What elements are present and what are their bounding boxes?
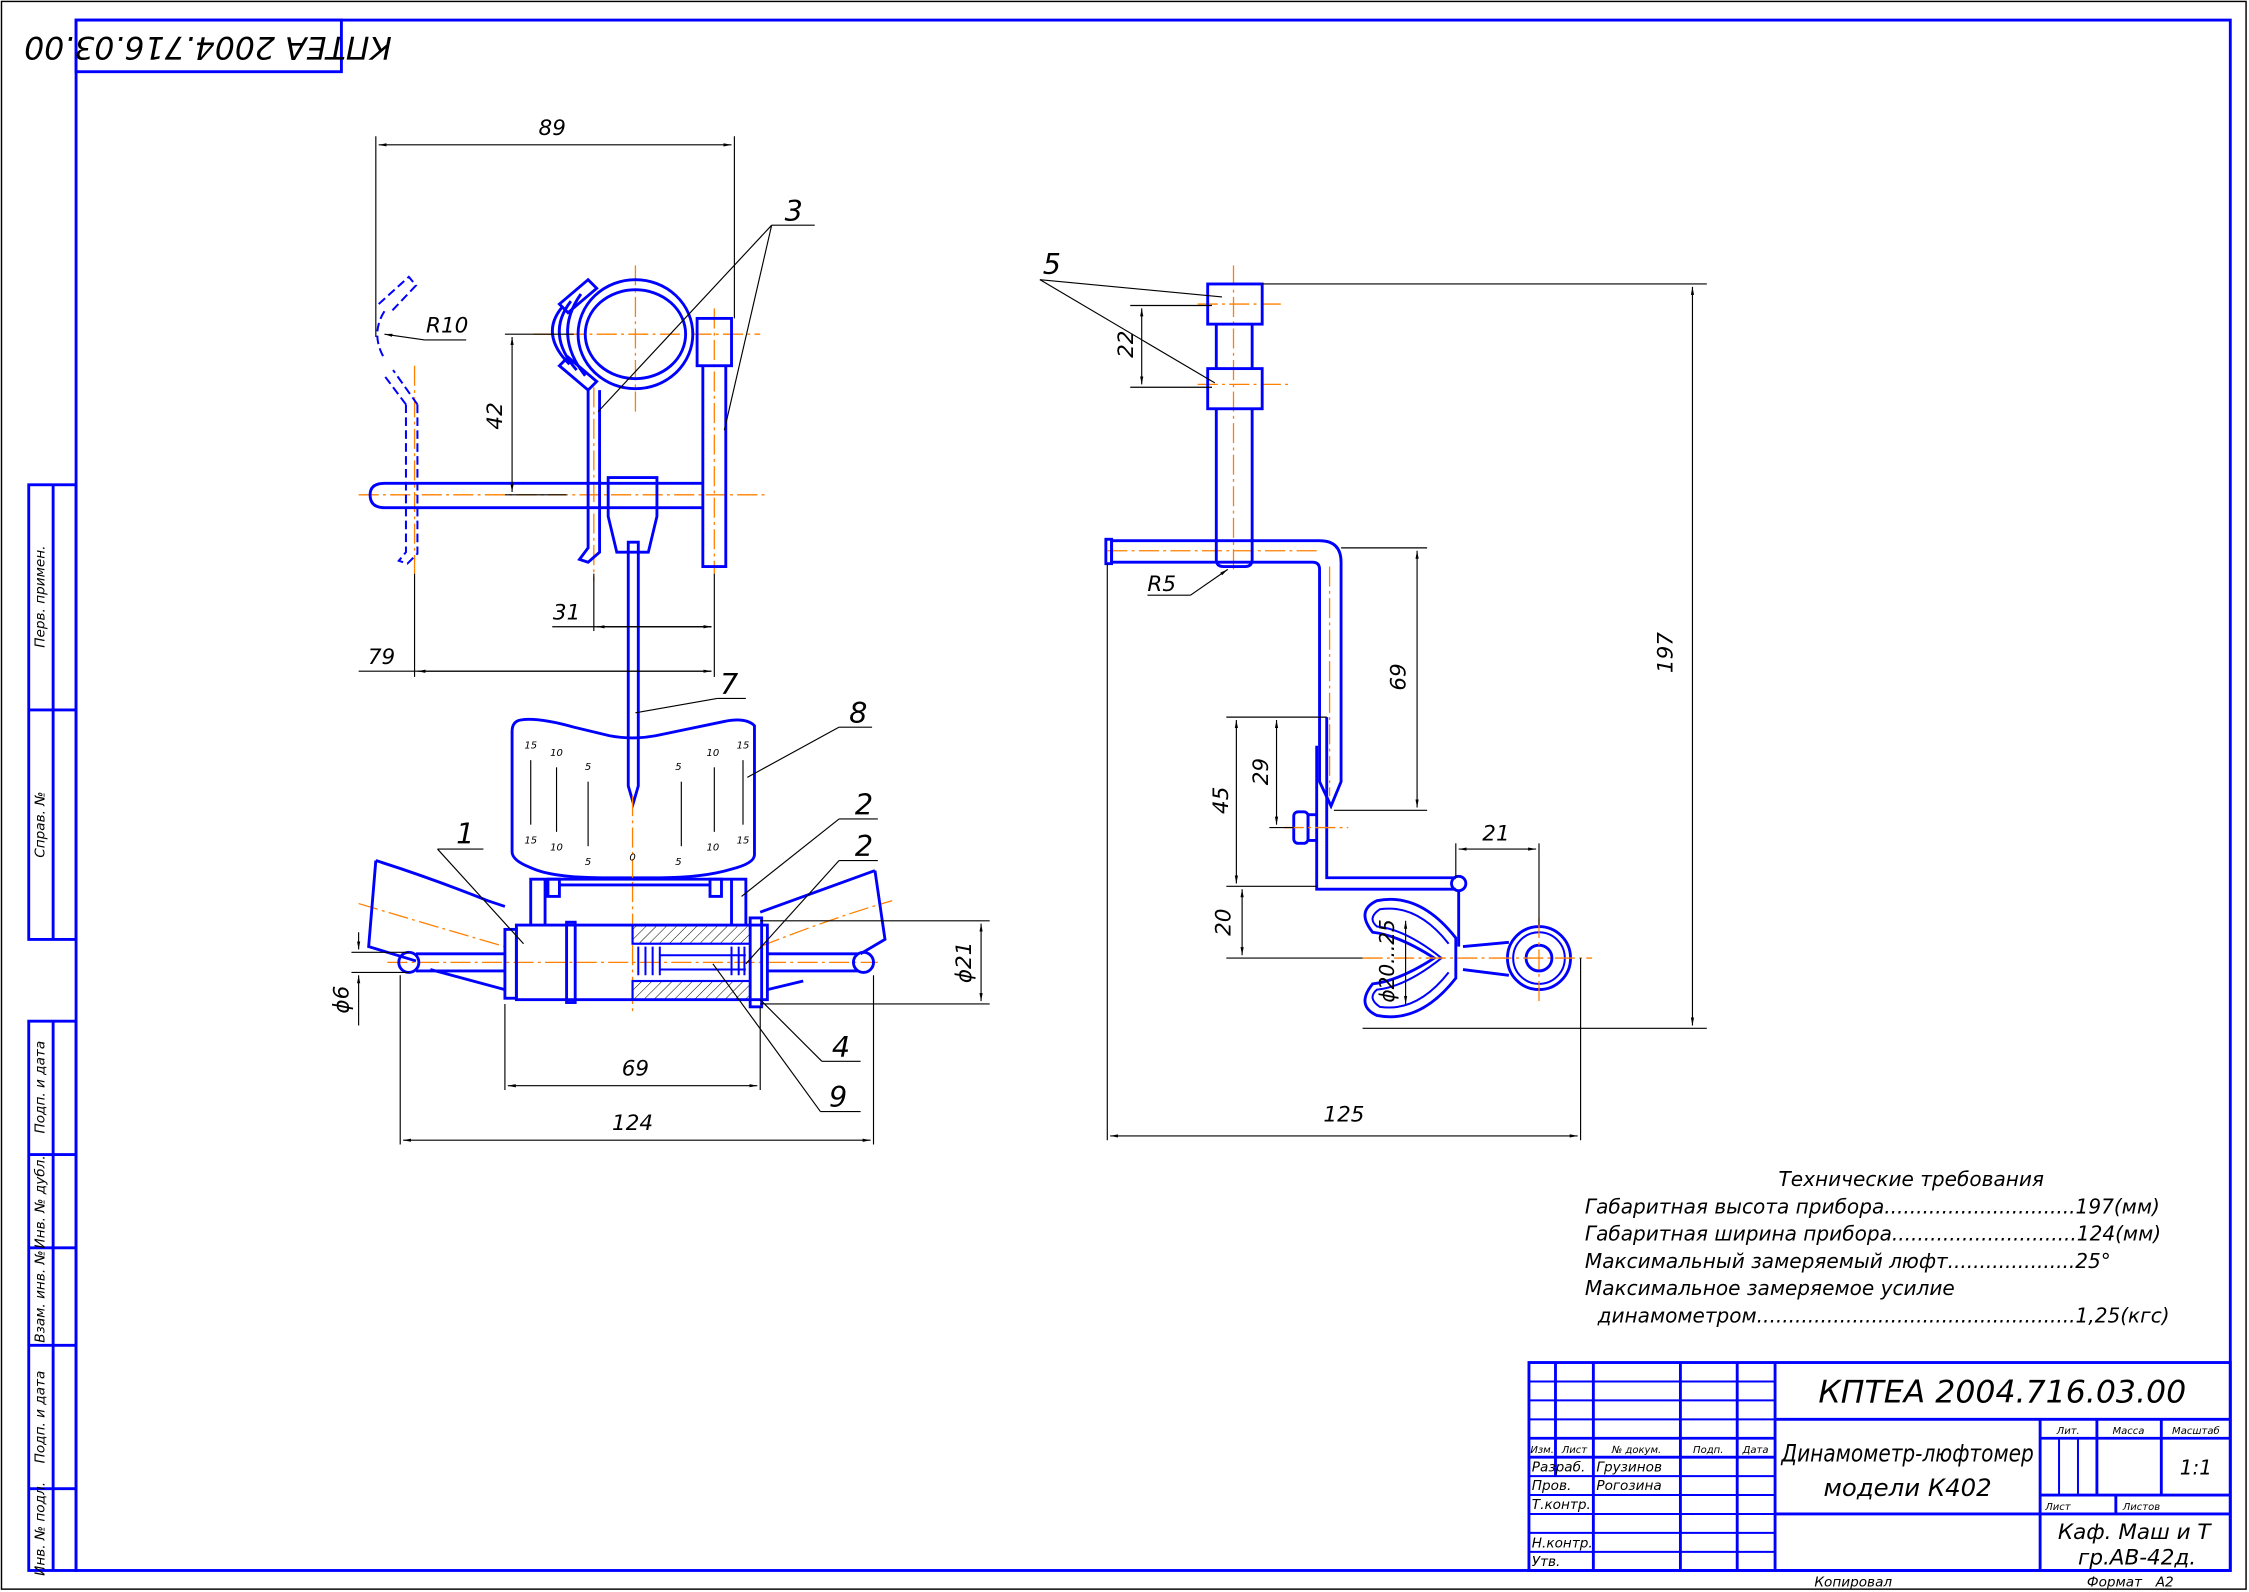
mirrored-stamp: КПТЕА 2004.716.03.00 xyxy=(24,18,392,74)
top-view: 89 R10 42 31 79 3 7 xyxy=(358,116,815,809)
dim-22: 22 xyxy=(1114,331,1139,358)
dim-125: 125 xyxy=(1323,1103,1364,1128)
scale-bottom-label: 5 xyxy=(585,857,591,868)
dim-29: 29 xyxy=(1249,758,1274,785)
side-strip: Перв. примен. Справ. № Подп. и дата Инв.… xyxy=(27,483,78,1576)
scale-top-label: 10 xyxy=(550,748,563,759)
tech-req-line: Габаритная высота прибора...............… xyxy=(1585,1194,2160,1218)
tech-req-line: Габаритная ширина прибора...............… xyxy=(1585,1222,2161,1246)
dim-197: 197 xyxy=(1653,632,1678,673)
stamp-code: КПТЕА 2004.716.03.00 xyxy=(24,29,392,65)
format-label: Формат xyxy=(2087,1574,2143,1590)
part-label-1: 1 xyxy=(456,816,474,850)
scale-bottom-label: 5 xyxy=(675,857,681,868)
strip-label: Инв. № подл. xyxy=(33,1482,49,1576)
part-label-7: 7 xyxy=(720,667,738,701)
part-label-4: 4 xyxy=(832,1030,850,1064)
scale-ticks xyxy=(530,760,744,847)
dim-31: 31 xyxy=(553,601,580,626)
scale-bottom-label: 15 xyxy=(737,835,750,846)
part-label-2b: 2 xyxy=(855,829,873,863)
role-ncontrol: Н.контр. xyxy=(1532,1536,1593,1552)
drawing-designation: КПТЕА 2004.716.03.00 xyxy=(1818,1375,2186,1411)
lit-label: Лит. xyxy=(2056,1426,2080,1437)
dim-42: 42 xyxy=(483,402,508,429)
dim-89: 89 xyxy=(539,116,566,141)
dim-phi6: ϕ6 xyxy=(330,986,355,1014)
tech-req-line: Максимальный замеряемый люфт............… xyxy=(1585,1249,2111,1273)
scale-bottom-label: 0 xyxy=(629,853,635,864)
title-block: КПТЕА 2004.716.03.00 Динамометр-люфтомер… xyxy=(1527,1361,2232,1572)
org-line2: гр.АВ-42д. xyxy=(2078,1546,2196,1571)
header-list: Лист xyxy=(1561,1445,1589,1456)
copied-label: Копировал xyxy=(1814,1574,1892,1590)
org-line1: Каф. Маш и Т xyxy=(2058,1520,2213,1545)
dim-45: 45 xyxy=(1209,787,1234,814)
scale-bottom-label: 10 xyxy=(550,843,563,854)
strip-label: Инв. № дубл. xyxy=(33,1155,49,1248)
dim-21: 21 xyxy=(1482,821,1509,846)
scale-label: Масштаб xyxy=(2172,1425,2220,1437)
role-developer: Разраб. xyxy=(1532,1460,1585,1476)
dim-phi20-25: ϕ20...25 xyxy=(1375,919,1399,1002)
part-label-3: 3 xyxy=(785,194,803,228)
checker-name: Рогозина xyxy=(1596,1478,1661,1494)
scale-top-label: 10 xyxy=(706,748,719,759)
role-approved: Утв. xyxy=(1532,1554,1561,1570)
scale-value: 1:1 xyxy=(2180,1455,2212,1479)
dim-phi21: ϕ21 xyxy=(952,942,977,984)
dim-79: 79 xyxy=(368,645,395,670)
part-label-5: 5 xyxy=(1043,247,1061,281)
scale-top-label: 5 xyxy=(585,762,591,773)
strip-label: Взам. инв. № xyxy=(33,1250,49,1342)
scale-bottom-label: 15 xyxy=(524,835,537,846)
dim-69: 69 xyxy=(622,1057,649,1082)
dim-r5: R5 xyxy=(1147,572,1176,597)
front-view: 69 124 ϕ21 ϕ6 1 2 2 4 9 xyxy=(330,788,990,1145)
side-view: 197 22 R5 69 45 29 20 21 ϕ20...25 125 5 xyxy=(1039,247,1707,1141)
drawing-frame xyxy=(74,18,2232,1572)
part-label-9: 9 xyxy=(829,1080,847,1114)
format-value: А2 xyxy=(2155,1574,2174,1590)
scale-top-label: 5 xyxy=(675,762,681,773)
role-checker: Пров. xyxy=(1532,1478,1572,1494)
dim-124: 124 xyxy=(612,1111,653,1136)
dim-20: 20 xyxy=(1212,909,1237,936)
strip-label: Подп. и дата xyxy=(33,1041,49,1134)
header-izm: Изм. xyxy=(1530,1445,1554,1456)
sheet-label: Лист xyxy=(2044,1502,2072,1513)
dim-r10: R10 xyxy=(426,314,468,339)
strip-label: Перв. примен. xyxy=(33,546,49,648)
tech-req-title: Технические требования xyxy=(1779,1167,2045,1191)
developer-name: Грузинов xyxy=(1596,1460,1662,1476)
tech-req-line: Максимальное замеряемое усилие xyxy=(1585,1276,1955,1300)
header-doc: № докум. xyxy=(1611,1445,1661,1456)
scale-top-label: 15 xyxy=(737,741,750,752)
part-label-2a: 2 xyxy=(855,788,873,822)
scale-plate: 15 10 5 5 10 15 15 10 5 0 5 10 15 8 xyxy=(510,696,873,890)
drawing-name-line1: Динамометр-люфтомер xyxy=(1781,1438,2034,1467)
dim-69-side: 69 xyxy=(1387,663,1412,690)
scale-bottom-label: 10 xyxy=(706,843,719,854)
header-date: Дата xyxy=(1742,1445,1769,1456)
part-label-8: 8 xyxy=(849,696,867,730)
strip-label: Подп. и дата xyxy=(33,1371,49,1464)
strip-label: Справ. № xyxy=(33,792,49,858)
drawing-name-line2: модели К402 xyxy=(1824,1473,1992,1502)
role-tcontrol: Т.контр. xyxy=(1532,1497,1591,1513)
sheets-label: Листов xyxy=(2122,1502,2161,1513)
technical-requirements: Технические требования Габаритная высота… xyxy=(1585,1167,2170,1327)
tech-req-line: динамометром............................… xyxy=(1585,1303,2170,1327)
mass-label: Масса xyxy=(2112,1426,2144,1437)
header-sign: Подп. xyxy=(1693,1445,1723,1456)
scale-top-label: 15 xyxy=(524,741,537,752)
